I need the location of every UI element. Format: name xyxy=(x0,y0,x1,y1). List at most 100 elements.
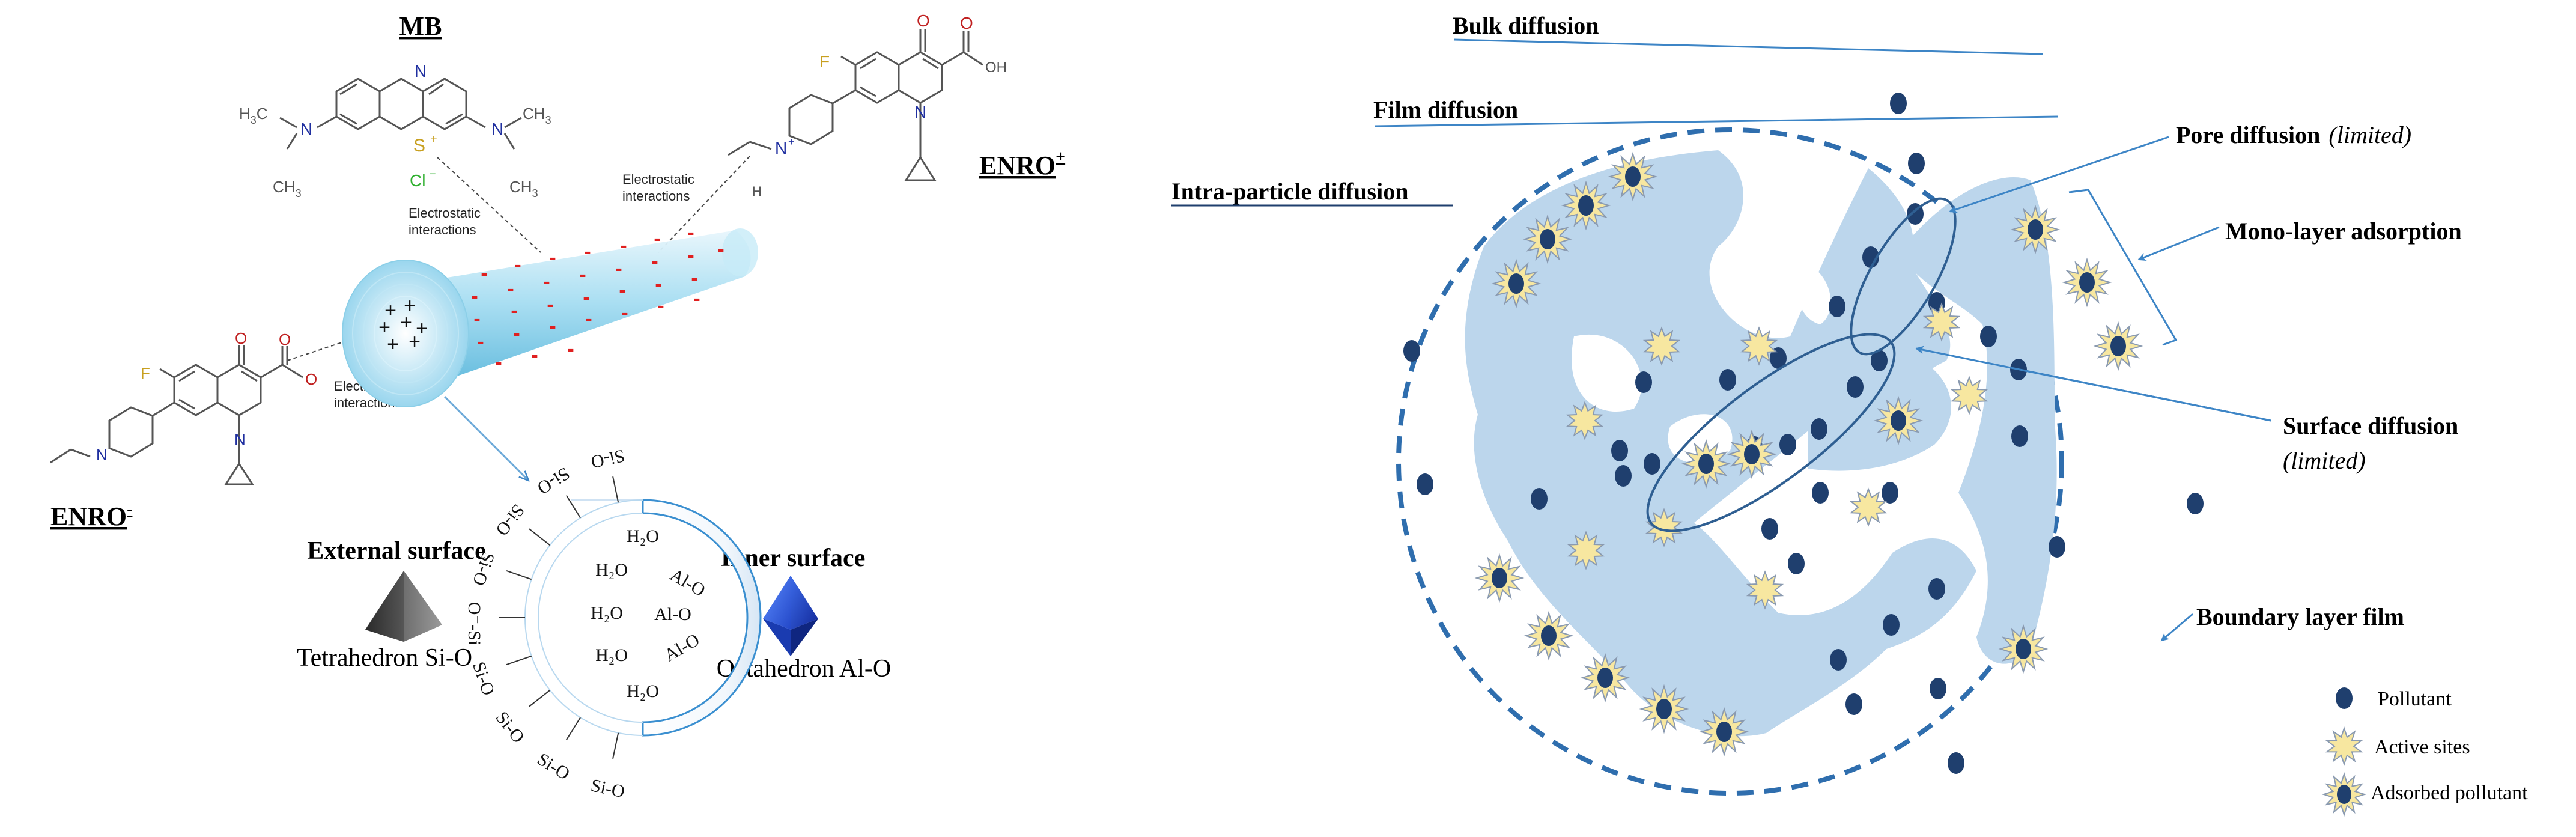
enro-plus-nplus: N xyxy=(775,139,787,157)
plus-sign: + xyxy=(387,333,399,356)
svg-text:Electrostatic: Electrostatic xyxy=(409,205,481,221)
arc-spoke xyxy=(565,495,581,519)
si-o-label: O⁻-Si xyxy=(464,602,484,646)
minus-sign: - xyxy=(547,293,553,316)
legend-pollutant-label: Pollutant xyxy=(2378,688,2452,710)
pollutant-dot xyxy=(1928,578,1945,600)
pollutant-dot xyxy=(2049,536,2065,558)
mb-cl-ion: Cl xyxy=(410,171,425,190)
pollutant-dot xyxy=(1847,376,1864,398)
enro-minus-f: F xyxy=(141,364,150,382)
minus-sign: - xyxy=(651,250,658,273)
active-site-star xyxy=(1740,326,1778,366)
enro-plus-o2: O xyxy=(960,14,973,32)
pollutant-dot xyxy=(1719,369,1736,391)
pollutant-dot xyxy=(1635,371,1652,393)
al-o-label: Al-O xyxy=(654,604,691,624)
tetrahedron-icon xyxy=(365,571,442,642)
adsorbed-pollutant xyxy=(1998,624,2049,674)
minus-sign: - xyxy=(481,262,487,285)
enro-plus-molecule xyxy=(728,29,983,181)
pollutant-dot xyxy=(1882,482,1898,504)
adsorbed-pollutant xyxy=(1681,439,1731,489)
active-site-stars xyxy=(1566,302,1988,610)
si-o-label: Si-O xyxy=(492,501,529,540)
adsorbed-pollutant xyxy=(1639,684,1689,734)
minus-sign: - xyxy=(567,338,574,361)
surface-diffusion-limited: (limited) xyxy=(2283,447,2366,474)
electrostatic-top-left: Electrostatic interactions xyxy=(409,205,481,237)
cylinder-minus-signs: -------------------------------- xyxy=(471,221,724,374)
minus-sign: - xyxy=(655,273,661,296)
pollutant-dot xyxy=(1770,347,1787,369)
mb-n-left: N xyxy=(300,120,312,138)
minus-sign: - xyxy=(654,227,660,250)
minus-sign: - xyxy=(693,287,700,310)
legend-adsorbed-label: Adsorbed pollutant xyxy=(2371,782,2528,804)
minus-sign: - xyxy=(657,294,664,317)
svg-text:interactions: interactions xyxy=(409,222,476,237)
mono-layer-label: Mono-layer adsorption xyxy=(2225,218,2462,245)
pollutant-dot xyxy=(1883,614,1900,636)
plus-sign: + xyxy=(416,317,428,340)
pollutant-dot xyxy=(1890,93,1907,114)
minus-sign: - xyxy=(531,344,538,367)
mb-me3: CH3 xyxy=(523,105,551,126)
octahedron-icon xyxy=(763,576,818,656)
mb-cl-charge: − xyxy=(429,168,436,181)
active-site-star xyxy=(1950,376,1988,415)
water-label: H₂O xyxy=(591,603,623,623)
pollutant-dot xyxy=(1417,473,1433,495)
svg-text:interactions: interactions xyxy=(622,189,690,204)
enro-minus-o1: O xyxy=(235,329,247,347)
boundary-layer-label: Boundary layer film xyxy=(2196,603,2404,630)
pollutant-dot xyxy=(1611,440,1628,461)
al-o-label: Al-O xyxy=(667,565,709,600)
external-surface-label: External surface xyxy=(307,537,485,565)
surface-diffusion-label: Surface diffusion xyxy=(2283,412,2458,439)
enro-plus-nplus-charge: + xyxy=(788,136,795,148)
minus-sign: - xyxy=(620,234,627,257)
pollutant-dot xyxy=(1761,518,1778,540)
active-site-star xyxy=(1567,531,1605,570)
enro-minus-n1: N xyxy=(234,430,246,448)
mono-layer-bracket xyxy=(2068,189,2178,346)
pollutant-dot xyxy=(1871,350,1888,371)
pollutant-dot xyxy=(1811,418,1827,440)
plus-sign: + xyxy=(409,330,421,353)
pollutant-dot xyxy=(1908,153,1925,174)
adsorbed-pollutants xyxy=(1474,151,2143,757)
enro-plus-h: H xyxy=(752,184,762,199)
minus-sign: - xyxy=(584,240,591,263)
adsorbed-pollutant xyxy=(2062,257,2112,308)
pollutant-dot xyxy=(1980,326,1997,347)
enro-plus-oh: OH xyxy=(985,59,1007,76)
si-o-label: Si-O xyxy=(589,446,627,472)
minus-sign: - xyxy=(543,270,550,293)
adsorbed-pollutant xyxy=(1523,610,1574,661)
minus-sign: - xyxy=(514,254,521,276)
particle-boundary-circle xyxy=(1396,127,2064,796)
enro-plus-o1: O xyxy=(917,11,930,30)
minus-sign: - xyxy=(619,279,625,302)
cylinder-to-surface-arrow xyxy=(443,395,529,481)
adsorbed-pollutant xyxy=(2010,204,2061,255)
minus-sign: - xyxy=(691,267,697,290)
mb-me2: CH3 xyxy=(273,178,302,199)
adsorbed-pollutant xyxy=(2093,321,2143,371)
pollutant-dot xyxy=(2011,425,2028,447)
enro-minus-o2: O xyxy=(279,330,291,348)
si-o-label: Si-O xyxy=(492,708,529,747)
active-site-star xyxy=(1642,326,1681,366)
plus-sign: + xyxy=(378,316,390,339)
mb-n-right: N xyxy=(491,120,503,138)
minus-sign: - xyxy=(615,257,622,280)
tetrahedron-label: Tetrahedron Si-O xyxy=(297,644,472,672)
active-site-star xyxy=(1566,401,1604,440)
minus-sign: - xyxy=(549,315,556,338)
legend-adsorbed-icon xyxy=(2321,772,2367,817)
svg-text:Electrostatic: Electrostatic xyxy=(622,172,694,187)
